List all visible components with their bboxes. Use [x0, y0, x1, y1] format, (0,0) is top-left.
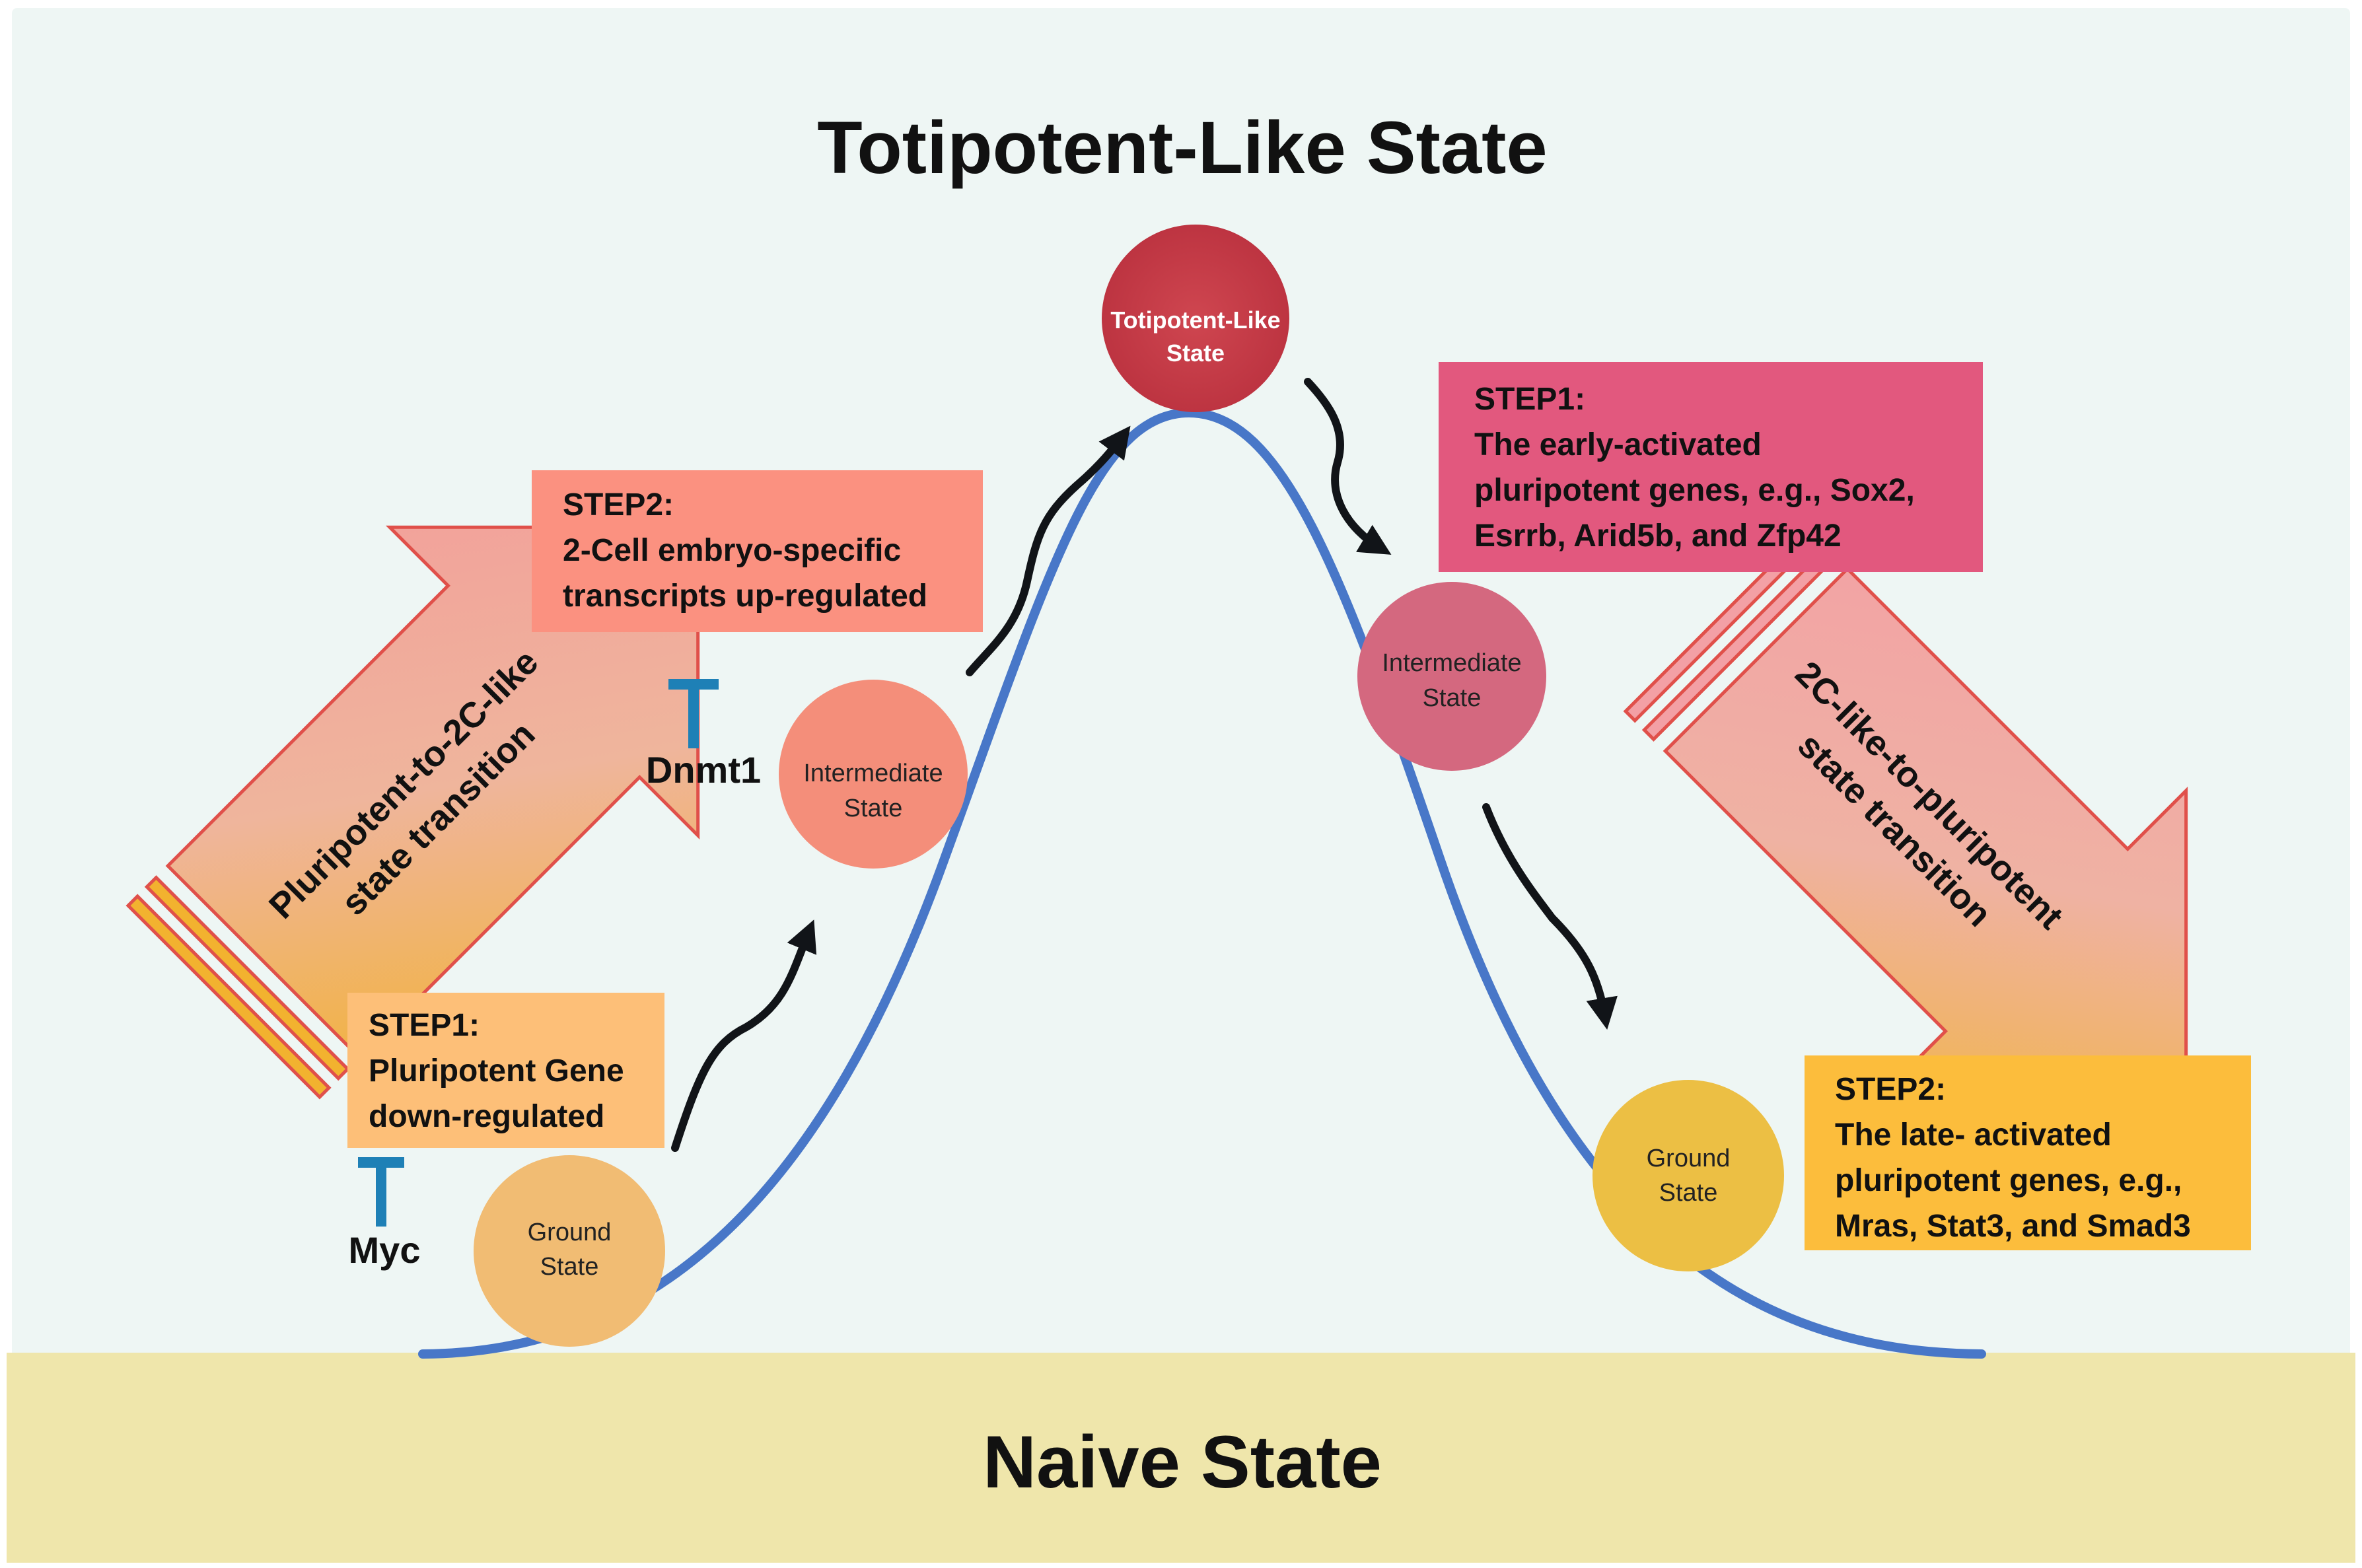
right-step1-line2: The early-activated	[1474, 427, 1762, 462]
ground-left-line2: State	[540, 1253, 599, 1281]
left-step2-line2: 2-Cell embryo-specific	[563, 533, 901, 568]
myc-label: Myc	[349, 1229, 421, 1271]
right-step2-line2: The late- activated	[1835, 1118, 2112, 1153]
landscape-curve	[418, 408, 1986, 1359]
right-step2-line1: STEP2:	[1835, 1072, 1946, 1107]
dnmt1-inhibitor: Dnmt1	[646, 679, 761, 791]
naive-state-band	[7, 1353, 2355, 1563]
right-step2-line3: pluripotent genes, e.g.,	[1835, 1163, 2182, 1198]
left-step1-line1: STEP1:	[369, 1008, 480, 1043]
intermediate-right-line2: State	[1423, 684, 1482, 712]
totipotent-node-line2: State	[1166, 339, 1225, 367]
naive-state-label: Naive State	[983, 1421, 1382, 1503]
intermediate-left-line1: Intermediate	[803, 760, 943, 787]
page-title: Totipotent-Like State	[817, 106, 1547, 189]
intermediate-state-right-node: Intermediate State	[1357, 582, 1546, 771]
flow-arrow-totipotent-to-intermediate	[1304, 378, 1392, 555]
right-step1-line3: pluripotent genes, e.g., Sox2,	[1474, 473, 1915, 508]
left-step2-line1: STEP2:	[563, 487, 674, 522]
ground-state-left-node: Ground State	[474, 1155, 665, 1347]
2c-to-pluripotent-transition-arrow: 2C-like-to-pluripotent state transition	[1623, 526, 2188, 1092]
ground-right-line1: Ground	[1647, 1145, 1731, 1172]
totipotent-node-line1: Totipotent-Like	[1110, 306, 1280, 334]
ground-state-right-node: Ground State	[1593, 1080, 1784, 1271]
left-step2-box: STEP2: 2-Cell embryo-specific transcript…	[532, 470, 983, 632]
totipotent-like-state-node: Totipotent-Like State	[1102, 225, 1289, 412]
left-step1-line3: down-regulated	[369, 1099, 604, 1134]
flow-arrow-intermediate-to-totipotent	[966, 425, 1131, 676]
right-step1-box: STEP1: The early-activated pluripotent g…	[1439, 362, 1983, 572]
right-step1-line1: STEP1:	[1474, 382, 1585, 417]
right-step2-box: STEP2: The late- activated pluripotent g…	[1805, 1055, 2251, 1250]
right-step1-line4: Esrrb, Arid5b, and Zfp42	[1474, 518, 1842, 553]
left-step2-line3: transcripts up-regulated	[563, 579, 927, 614]
left-step1-line2: Pluripotent Gene	[369, 1053, 624, 1088]
right-step2-line4: Mras, Stat3, and Smad3	[1835, 1209, 2191, 1244]
myc-inhibitor: Myc	[349, 1157, 421, 1271]
intermediate-left-line2: State	[844, 795, 903, 822]
ground-left-line1: Ground	[528, 1219, 612, 1246]
flow-arrow-ground-to-intermediate	[671, 919, 817, 1152]
left-step1-box: STEP1: Pluripotent Gene down-regulated	[347, 993, 664, 1148]
intermediate-state-left-node: Intermediate State	[779, 680, 968, 869]
intermediate-right-line1: Intermediate	[1382, 649, 1521, 677]
flow-arrow-intermediate-to-ground	[1482, 803, 1618, 1030]
ground-right-line2: State	[1659, 1179, 1718, 1207]
dnmt1-label: Dnmt1	[646, 749, 761, 791]
